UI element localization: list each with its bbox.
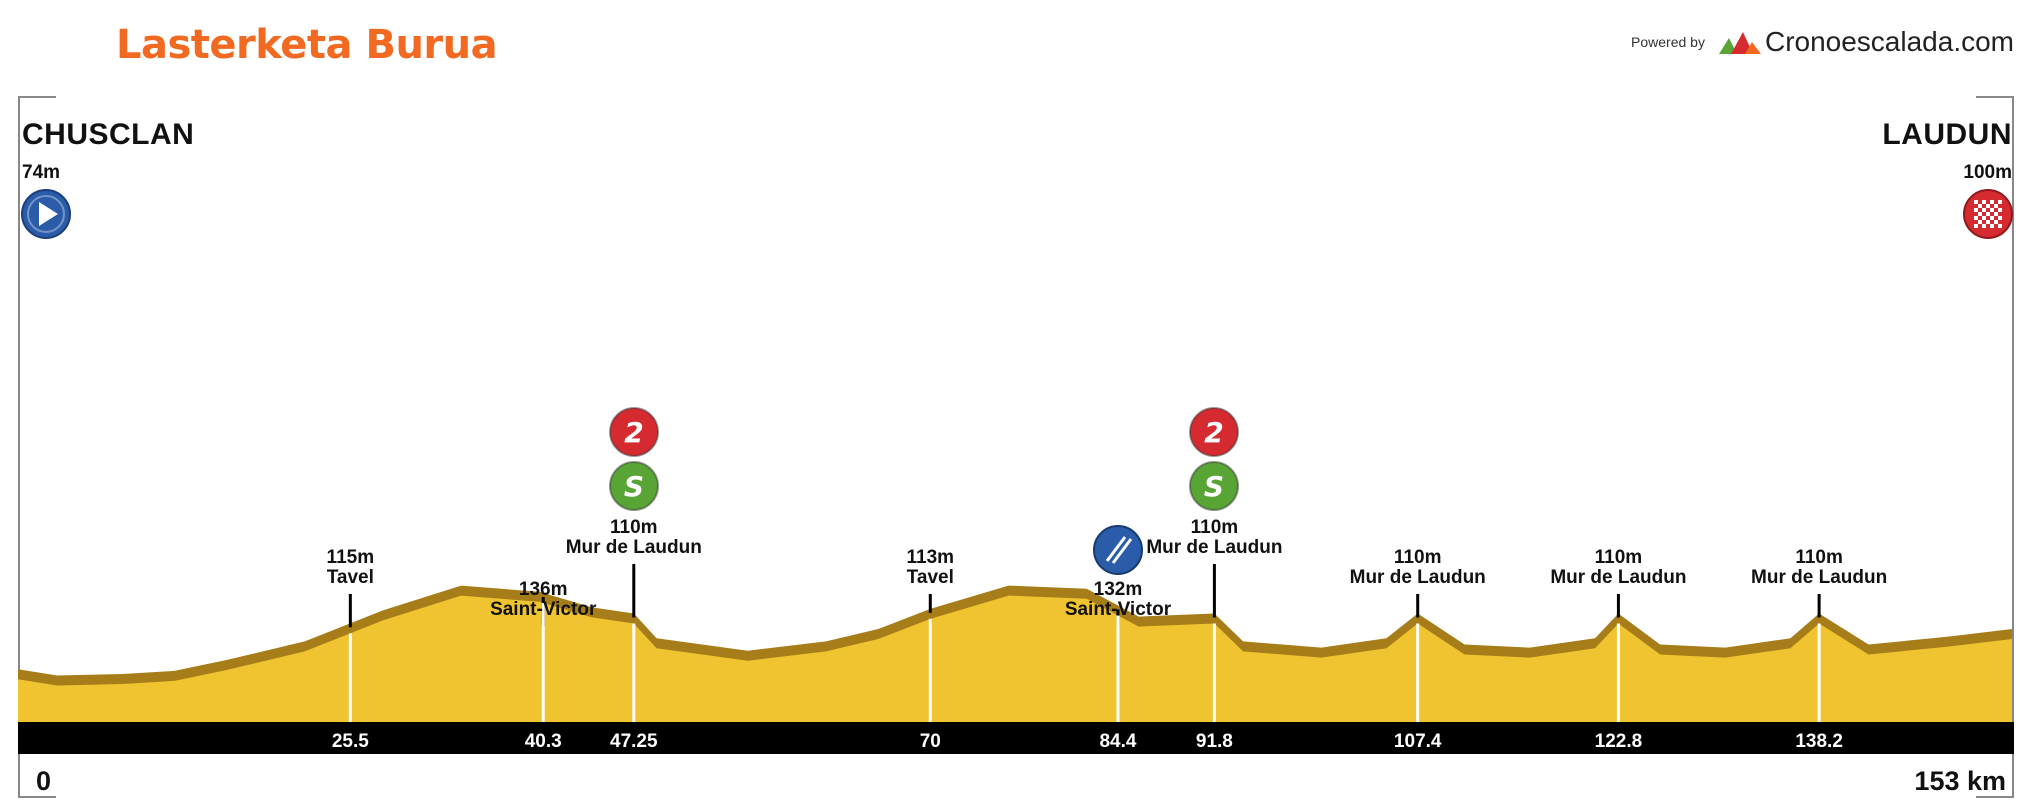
frame-left-edge	[18, 96, 20, 798]
sprint-badge-icon: 2	[608, 407, 659, 457]
waypoint-altitude: 113m	[906, 547, 955, 568]
km-axis-bar	[18, 722, 2014, 754]
waypoint-altitude: 110m	[1190, 517, 1239, 538]
waypoint-name: Saint-Victor	[490, 599, 597, 620]
waypoint-altitude: 110m	[1393, 547, 1442, 568]
waypoint-name: Saint-Victor	[1064, 599, 1172, 620]
km-tick-label: 138.2	[1795, 731, 1843, 752]
powered-by[interactable]: Powered by Cronoescalada.com	[1631, 26, 2014, 58]
finish-altitude: 100m	[1963, 162, 2012, 183]
waypoint-altitude: 110m	[1795, 547, 1843, 568]
frame-bottom-right-tick	[1976, 796, 2014, 798]
frame-top-left-tick	[18, 96, 56, 98]
waypoint-name: Mur de Laudun	[565, 537, 702, 558]
svg-text:2: 2	[624, 416, 643, 449]
mountain-logo-icon	[1718, 32, 1761, 54]
km-tick-label: 25.5	[331, 731, 369, 752]
svg-text:S: S	[1204, 470, 1224, 503]
start-play-icon	[21, 189, 71, 239]
waypoint-altitude: 136m	[518, 579, 568, 600]
brand-link[interactable]: Cronoescalada.com	[1764, 26, 2014, 57]
waypoint-altitude: 115m	[326, 547, 375, 568]
waypoint-name: Mur de Laudun	[1349, 567, 1486, 588]
axis-end-label: 153 km	[1914, 766, 2006, 796]
km-tick-label: 40.3	[524, 731, 562, 752]
race-title: Lasterketa Burua	[116, 22, 498, 68]
frame-top-right-tick	[1976, 96, 2014, 98]
km-tick-label: 84.4	[1099, 731, 1137, 752]
waypoint-altitude: 110m	[1594, 547, 1643, 568]
km-tick-label: 47.25	[610, 731, 658, 752]
svg-text:S: S	[624, 470, 644, 503]
km-tick-label: 91.8	[1195, 731, 1233, 752]
km-tick-label: 107.4	[1393, 731, 1442, 752]
finish-town: LAUDUN	[1882, 118, 2012, 151]
start-town: CHUSCLAN	[22, 118, 195, 151]
sprint-badge-icon: 2	[1189, 407, 1240, 457]
profile-area	[18, 595, 2012, 722]
feed-zone-icon	[1092, 525, 1143, 575]
axis-start-label: 0	[36, 766, 52, 796]
waypoint-name: Tavel	[906, 567, 954, 588]
climb-badge-icon: S	[608, 461, 659, 511]
waypoint-name: Tavel	[326, 567, 374, 588]
km-tick-label: 70	[919, 731, 941, 752]
waypoint-name: Mur de Laudun	[1751, 567, 1888, 588]
start-altitude: 74m	[22, 162, 61, 183]
waypoint-name: Mur de Laudun	[1146, 537, 1283, 558]
waypoint-altitude: 110m	[610, 517, 658, 538]
finish-checkered-icon	[1963, 189, 2013, 239]
frame-bottom-left-tick	[18, 796, 56, 798]
powered-by-label: Powered by	[1631, 34, 1705, 50]
frame-right-edge	[2012, 96, 2014, 798]
climb-badge-icon: S	[1189, 461, 1240, 511]
waypoint-name: Mur de Laudun	[1550, 567, 1687, 588]
km-tick-label: 122.8	[1594, 731, 1643, 752]
svg-text:2: 2	[1205, 416, 1224, 449]
waypoint-altitude: 132m	[1093, 579, 1143, 600]
